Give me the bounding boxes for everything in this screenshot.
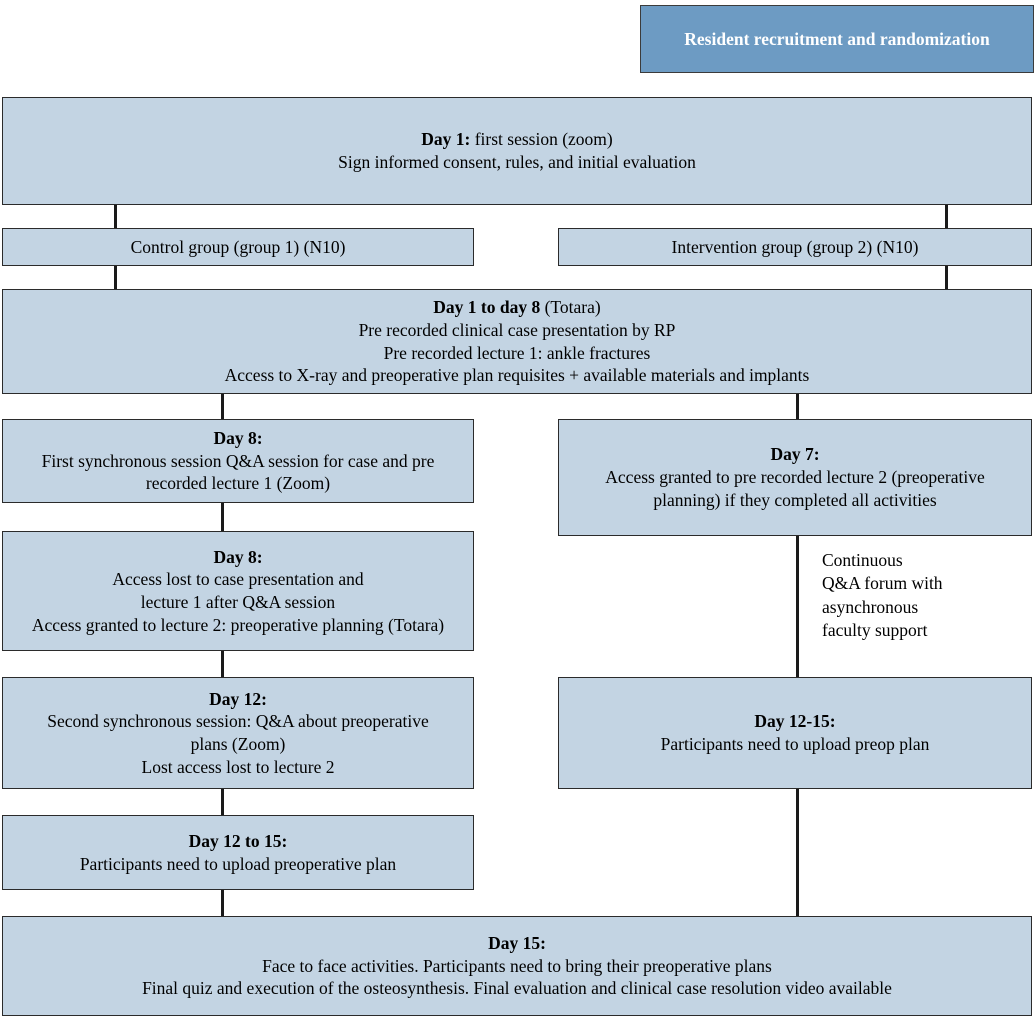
node-day8-access-title: Day 8: bbox=[213, 546, 263, 567]
header-label: Resident recruitment and randomization bbox=[684, 28, 990, 49]
node-day1to8-line3: Pre recorded lecture 1: ankle fractures bbox=[383, 342, 651, 363]
node-day7-line3: planning) if they completed all activiti… bbox=[653, 489, 937, 510]
node-day12-line3: plans (Zoom) bbox=[190, 734, 286, 754]
connector-day1to8-to-day7 bbox=[796, 392, 799, 420]
node-day1-line1-bold: Day 1: bbox=[421, 129, 471, 150]
node-day1: Day 1: first session (zoom) Sign informe… bbox=[2, 97, 1032, 205]
node-day8-first-line3: recorded lecture 1 (Zoom) bbox=[145, 473, 331, 494]
node-day1-line1: Day 1: first session (zoom) bbox=[11, 128, 1023, 151]
node-day12-title: Day 12: bbox=[209, 688, 267, 709]
node-day8-first-title: Day 8: bbox=[213, 427, 263, 448]
node-day15-line3: Final quiz and execution of the osteosyn… bbox=[142, 978, 892, 999]
node-day15: Day 15: Face to face activities. Partici… bbox=[2, 916, 1032, 1016]
connector-day12to15-to-day15 bbox=[221, 890, 224, 918]
connector-day12-15-to-day15 bbox=[796, 789, 799, 918]
node-day12to15-left-line2: Participants need to upload preoperative… bbox=[79, 853, 397, 874]
node-intervention-group-label: Intervention group (group 2) (N10) bbox=[671, 236, 919, 257]
connector-control-to-day1to8 bbox=[114, 262, 117, 290]
node-day12-to-15-left: Day 12 to 15: Participants need to uploa… bbox=[2, 815, 474, 890]
node-day8-first-session: Day 8: First synchronous session Q&A ses… bbox=[2, 419, 474, 503]
node-day15-title: Day 15: bbox=[488, 932, 546, 953]
node-day1-line2: Sign informed consent, rules, and initia… bbox=[338, 152, 696, 172]
note-continuous-qa-forum: Continuous Q&A forum with asynchronous f… bbox=[822, 549, 1022, 642]
note-continuous-line3: asynchronous bbox=[822, 596, 919, 617]
node-day15-line2: Face to face activities. Participants ne… bbox=[262, 955, 772, 976]
connector-day1-to-split bbox=[114, 205, 117, 231]
node-day12-15-right-title: Day 12-15: bbox=[754, 711, 836, 732]
node-day1to8-line1-rest: (Totara) bbox=[540, 297, 601, 317]
node-control-group: Control group (group 1) (N10) bbox=[2, 228, 474, 266]
node-day8-access-line4: Access granted to lecture 2: preoperativ… bbox=[31, 614, 445, 635]
node-control-group-label: Control group (group 1) (N10) bbox=[130, 236, 346, 257]
connector-day8access-to-day12 bbox=[221, 651, 224, 678]
node-day8-access-line2: Access lost to case presentation and bbox=[112, 569, 364, 590]
node-day12to15-left-title: Day 12 to 15: bbox=[188, 830, 288, 851]
connector-day12-to-day12to15 bbox=[221, 789, 224, 816]
node-day1-line1-rest: first session (zoom) bbox=[470, 129, 613, 150]
node-day7-title: Day 7: bbox=[770, 444, 820, 465]
node-day12-15-right: Day 12-15: Participants need to upload p… bbox=[558, 677, 1032, 789]
node-day12-line4: Lost access lost to lecture 2 bbox=[141, 756, 335, 777]
node-day12-second-session: Day 12: Second synchronous session: Q&A … bbox=[2, 677, 474, 789]
note-continuous-line2: Q&A forum with bbox=[822, 573, 943, 594]
node-day7: Day 7: Access granted to pre recorded le… bbox=[558, 419, 1032, 536]
node-day1to8-line2: Pre recorded clinical case presentation … bbox=[358, 319, 676, 340]
connector-day7-to-day12-15 bbox=[796, 535, 799, 678]
header-box: Resident recruitment and randomization bbox=[640, 5, 1034, 73]
connector-day1-to-split-right bbox=[945, 205, 948, 231]
connector-intervention-to-day1to8 bbox=[945, 262, 948, 290]
note-continuous-line1: Continuous bbox=[822, 550, 903, 570]
note-continuous-line4: faculty support bbox=[822, 619, 928, 640]
node-day8-first-line2: First synchronous session Q&A session fo… bbox=[41, 450, 435, 471]
node-day7-line2: Access granted to pre recorded lecture 2… bbox=[605, 467, 985, 488]
node-day12-15-right-line2: Participants need to upload preop plan bbox=[660, 734, 930, 754]
node-day1-to-day8: Day 1 to day 8 (Totara) Pre recorded cli… bbox=[2, 289, 1032, 394]
node-day1to8-line1-bold: Day 1 to day 8 bbox=[433, 297, 541, 317]
node-day1to8-line1: Day 1 to day 8 (Totara) bbox=[11, 296, 1023, 319]
node-day1to8-line4: Access to X-ray and preoperative plan re… bbox=[224, 365, 810, 386]
connector-day8first-to-day8access bbox=[221, 502, 224, 532]
connector-day1to8-to-day8 bbox=[221, 392, 224, 420]
node-intervention-group: Intervention group (group 2) (N10) bbox=[558, 228, 1032, 266]
node-day8-access: Day 8: Access lost to case presentation … bbox=[2, 531, 474, 651]
node-day8-access-line3: lecture 1 after Q&A session bbox=[140, 592, 336, 612]
node-day12-line2: Second synchronous session: Q&A about pr… bbox=[47, 711, 429, 732]
